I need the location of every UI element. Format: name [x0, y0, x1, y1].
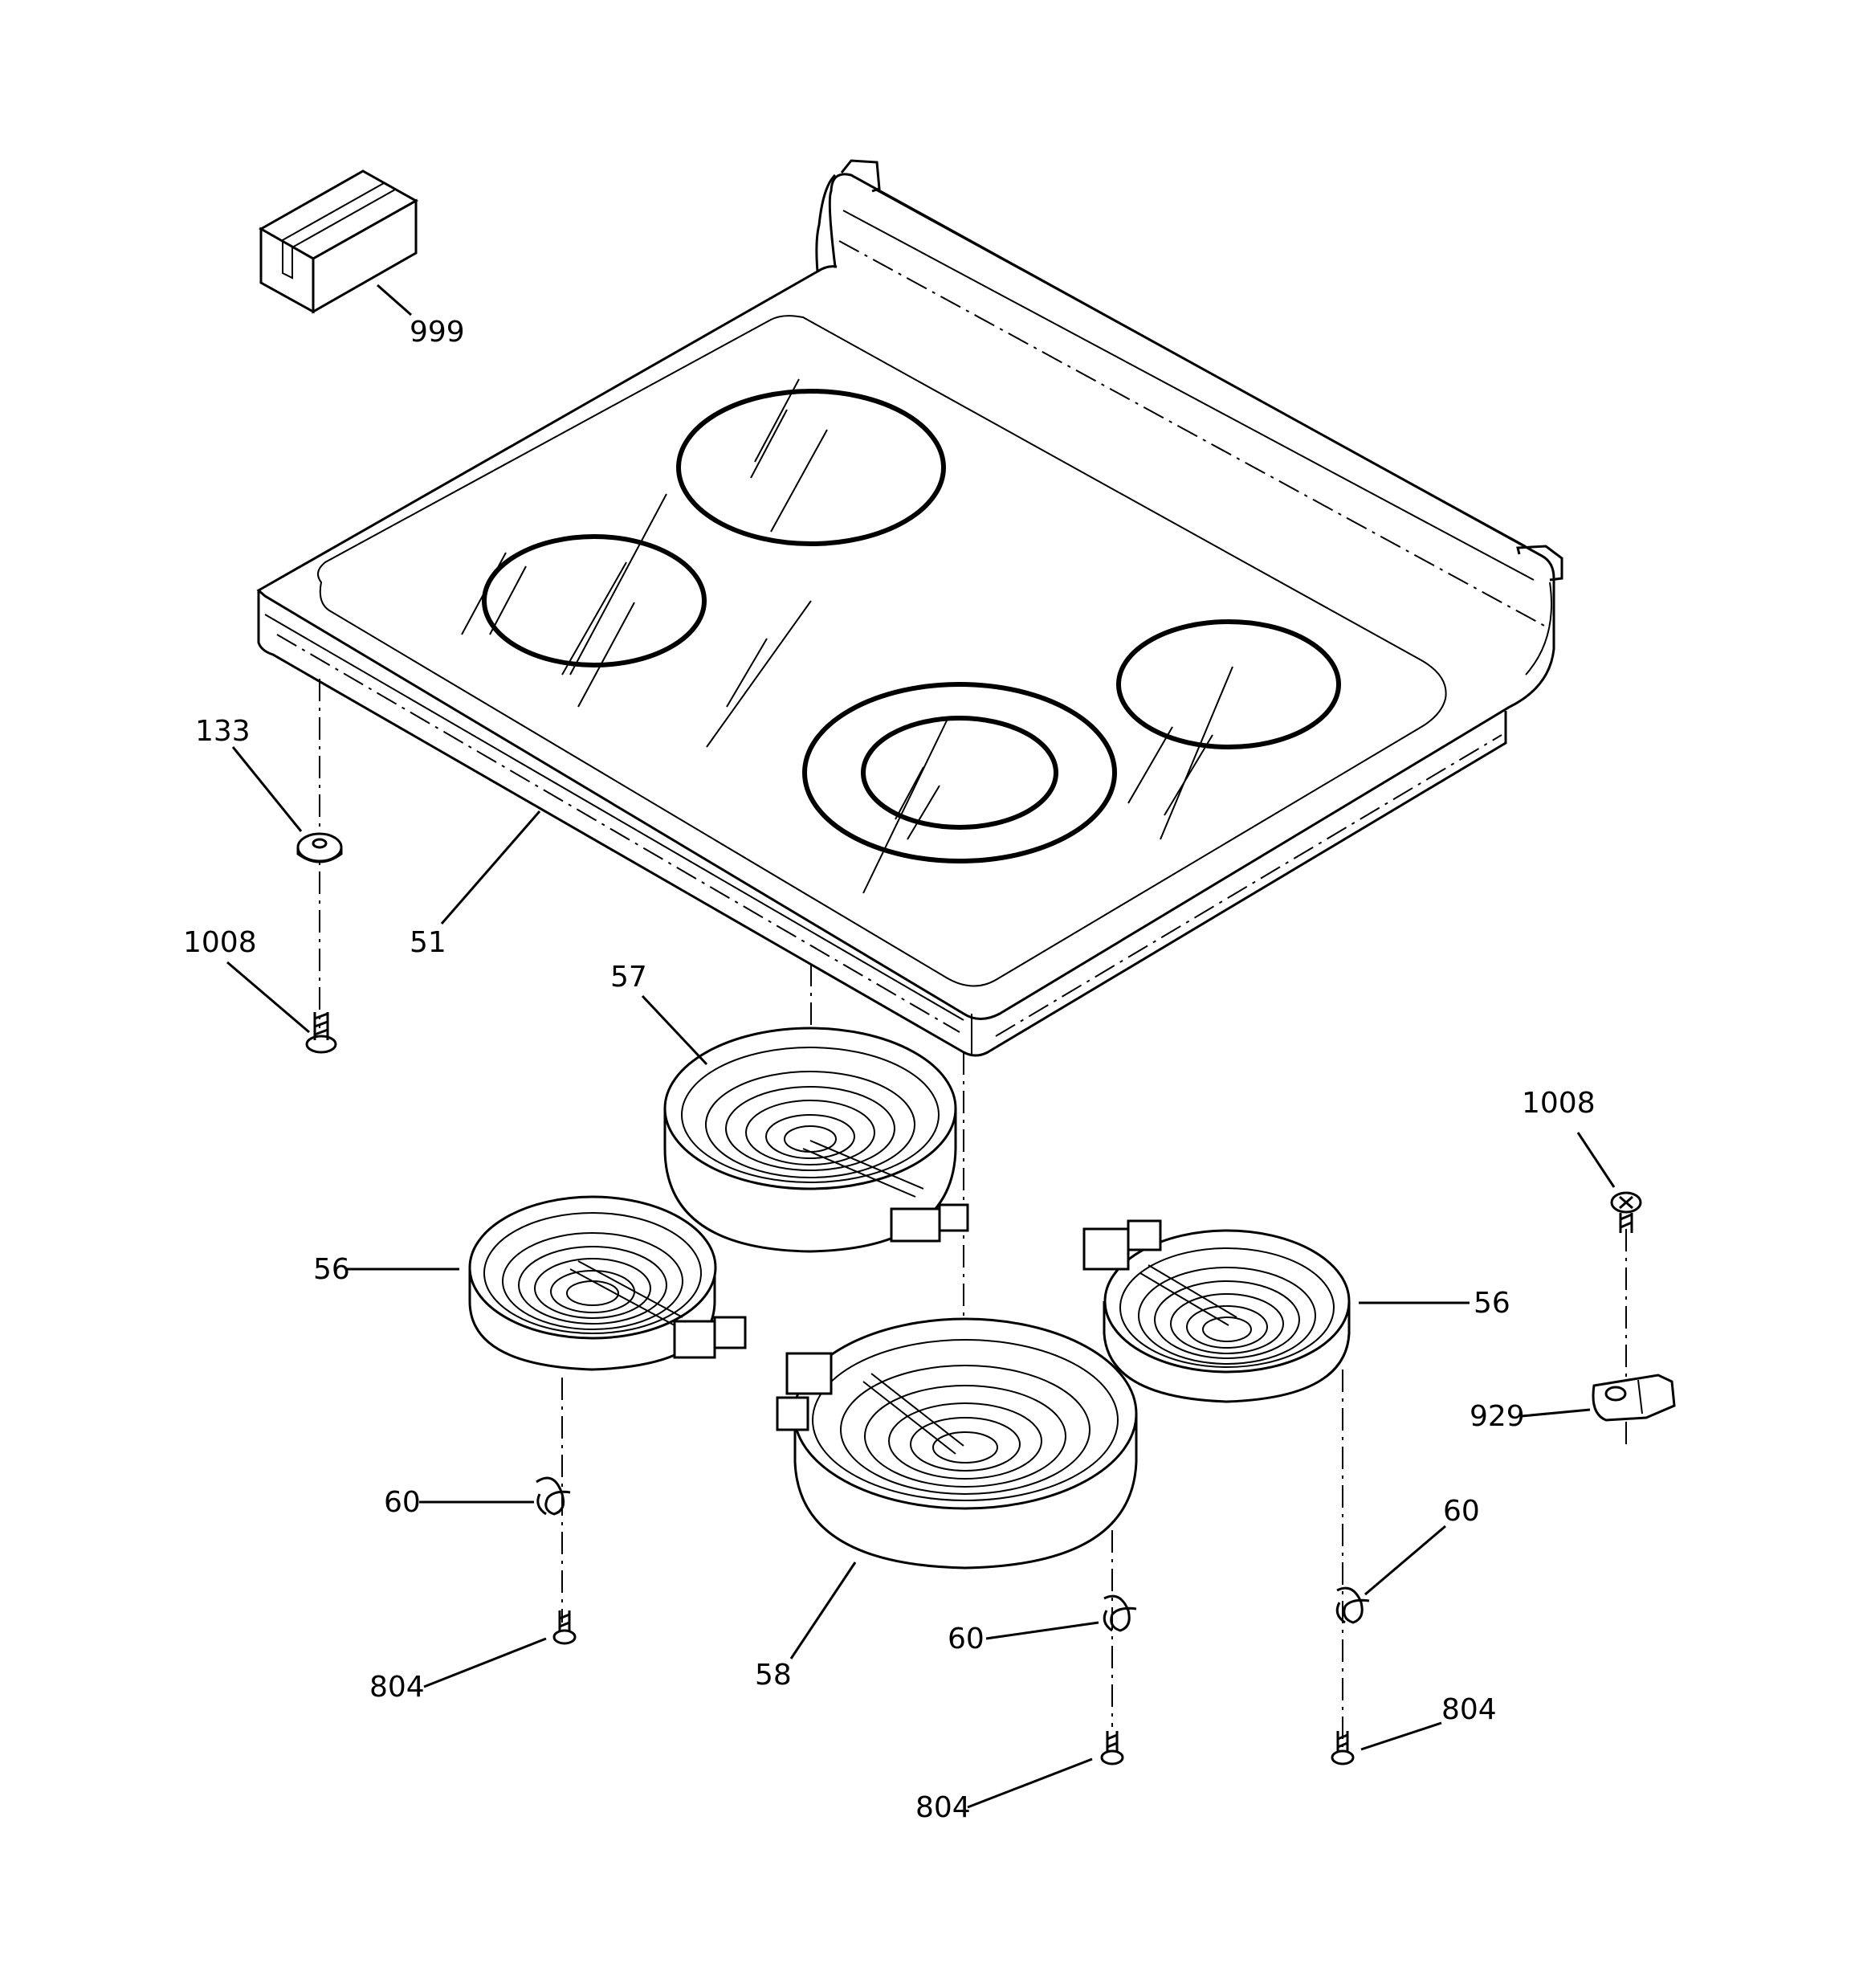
- callout-60-left: 60: [384, 1486, 421, 1519]
- screw-804-right: [1331, 1731, 1355, 1766]
- glass-reflection-marks: [461, 378, 1233, 894]
- callout-999: 999: [410, 316, 465, 349]
- element-rear: [663, 1027, 969, 1253]
- callout-804-right: 804: [1441, 1693, 1497, 1726]
- element-left: [468, 1195, 747, 1371]
- screw-left: [305, 1012, 337, 1054]
- clip-right: [1335, 1586, 1370, 1624]
- clip-center: [1103, 1594, 1137, 1632]
- glass-cooktop: [256, 159, 1563, 1057]
- callout-929: 929: [1470, 1400, 1525, 1433]
- screw-right: [1610, 1191, 1642, 1233]
- callout-58: 58: [755, 1659, 792, 1692]
- clip-left: [536, 1476, 571, 1516]
- callout-60-center: 60: [948, 1623, 984, 1655]
- callout-51: 51: [410, 926, 446, 959]
- callout-57: 57: [610, 961, 647, 994]
- element-front-dual: [776, 1317, 1138, 1570]
- element-right: [1082, 1219, 1351, 1403]
- callout-1008-right: 1008: [1522, 1087, 1596, 1120]
- spacer: [296, 832, 343, 863]
- screw-804-center: [1100, 1731, 1124, 1766]
- callout-1008-left: 1008: [183, 926, 257, 959]
- callout-804-left: 804: [369, 1671, 425, 1704]
- callout-60-right: 60: [1443, 1495, 1480, 1528]
- callout-56-right: 56: [1474, 1287, 1510, 1320]
- callout-804-center: 804: [915, 1791, 971, 1824]
- kit-box: [258, 169, 419, 314]
- bracket: [1592, 1374, 1676, 1422]
- screw-804-left: [552, 1610, 577, 1645]
- callout-133: 133: [195, 715, 251, 748]
- callout-56-left: 56: [313, 1253, 350, 1286]
